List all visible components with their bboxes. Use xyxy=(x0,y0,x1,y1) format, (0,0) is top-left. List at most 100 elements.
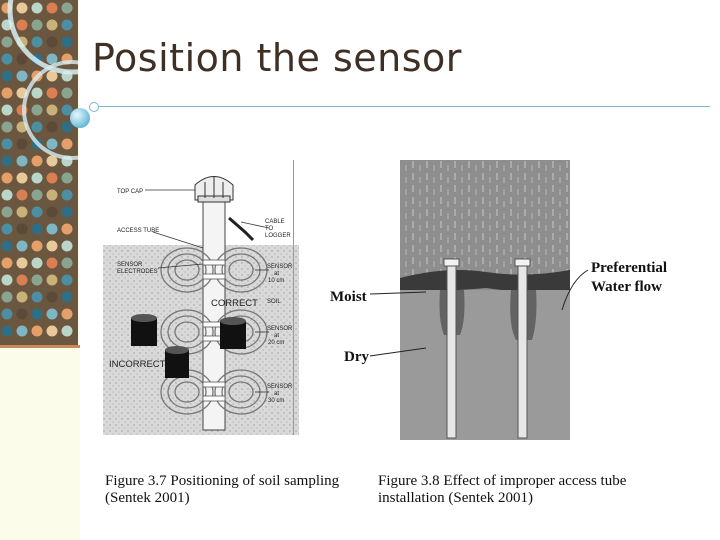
label-sensor-electrodes-1: SENSOR xyxy=(117,262,143,268)
decor-dot xyxy=(2,139,13,150)
decor-dot xyxy=(17,224,28,235)
decor-dot xyxy=(2,292,13,303)
decor-dot xyxy=(2,258,13,269)
label-cable-1: CABLE xyxy=(265,219,285,225)
caption-figure-3-7: Figure 3.7 Positioning of soil sampling … xyxy=(105,473,367,507)
decor-dot xyxy=(17,20,28,31)
access-tube xyxy=(203,200,225,430)
decor-dot xyxy=(32,258,43,269)
panel-bottom-line xyxy=(0,345,80,348)
decor-dot xyxy=(17,54,28,65)
decor-dot xyxy=(17,190,28,201)
label-sensor-electrodes-2: ELECTRODES xyxy=(117,269,158,275)
label-preferential-1: Preferential xyxy=(591,260,667,276)
decor-dot xyxy=(32,37,43,48)
decor-dot xyxy=(17,309,28,320)
cable xyxy=(229,218,253,240)
decor-dot xyxy=(62,3,73,14)
decor-dot xyxy=(32,326,43,337)
decor-dot xyxy=(47,275,58,286)
label-soil: SOIL xyxy=(267,299,281,305)
decor-dot xyxy=(17,3,28,14)
decor-dot xyxy=(47,207,58,218)
sensor-diagram: TOP CAP ACCESS TUBE SENSOR ELECTRODES CA… xyxy=(103,160,299,443)
decor-dot xyxy=(32,105,43,116)
label-sensor-30-3: 30 cm xyxy=(268,398,284,404)
decor-dot xyxy=(2,173,13,184)
decor-dot xyxy=(47,20,58,31)
decor-dot xyxy=(62,292,73,303)
glass-bead-icon xyxy=(70,108,90,128)
decor-dot xyxy=(32,292,43,303)
decor-dot xyxy=(47,122,58,133)
decor-dot xyxy=(62,37,73,48)
decor-dot xyxy=(62,173,73,184)
rain-area xyxy=(400,160,570,275)
decor-dot xyxy=(62,207,73,218)
decor-dot xyxy=(2,224,13,235)
figure-improper-installation: Moist Dry Preferential Water flow xyxy=(326,160,682,442)
decor-dot xyxy=(47,37,58,48)
decor-dot xyxy=(62,309,73,320)
decor-dot xyxy=(17,258,28,269)
decor-dot xyxy=(17,207,28,218)
decor-dot xyxy=(17,292,28,303)
decor-dot xyxy=(47,173,58,184)
decor-dot xyxy=(2,207,13,218)
decor-dot xyxy=(62,258,73,269)
decor-dot xyxy=(32,309,43,320)
decor-dot xyxy=(17,156,28,167)
decor-dot xyxy=(32,156,43,167)
rule-bead-icon xyxy=(89,102,99,112)
decor-dot xyxy=(2,156,13,167)
decor-dot xyxy=(2,37,13,48)
decor-dot xyxy=(62,139,73,150)
label-sensor-20-2: at xyxy=(274,333,279,339)
label-preferential-2: Water flow xyxy=(591,279,662,295)
title-rule xyxy=(98,106,710,107)
decor-dot xyxy=(47,309,58,320)
label-cable-2: TO xyxy=(265,226,274,232)
decor-dot xyxy=(47,88,58,99)
decor-dot xyxy=(2,122,13,133)
decor-dot xyxy=(47,241,58,252)
decor-dot xyxy=(2,88,13,99)
dry-soil xyxy=(400,290,570,440)
decor-dot xyxy=(32,207,43,218)
decor-dot xyxy=(2,241,13,252)
caption-3-7-line1: Figure 3.7 Positioning of soil sampling xyxy=(105,473,367,490)
decor-dot xyxy=(62,88,73,99)
decor-dot xyxy=(47,3,58,14)
decor-dot xyxy=(62,275,73,286)
dot-pattern-panel xyxy=(0,0,78,345)
decor-dot xyxy=(17,71,28,82)
decor-dot xyxy=(17,326,28,337)
decor-dot xyxy=(17,173,28,184)
decor-dot xyxy=(47,139,58,150)
decor-dot xyxy=(2,54,13,65)
label-dry: Dry xyxy=(344,349,369,365)
decor-dot xyxy=(17,241,28,252)
decor-dot xyxy=(62,326,73,337)
decor-dot xyxy=(32,122,43,133)
decor-dot xyxy=(47,258,58,269)
decor-dot xyxy=(2,71,13,82)
decor-dot xyxy=(62,20,73,31)
decor-dot xyxy=(47,326,58,337)
decor-dot xyxy=(32,88,43,99)
decor-dot xyxy=(62,190,73,201)
decor-dot xyxy=(47,105,58,116)
label-sensor-30-1: SENSOR xyxy=(267,384,293,390)
slide-title: Position the sensor xyxy=(92,36,462,80)
decor-dot xyxy=(2,326,13,337)
label-top-cap: TOP CAP xyxy=(117,189,143,195)
label-sensor-20-1: SENSOR xyxy=(267,326,293,332)
decor-dot xyxy=(62,241,73,252)
decor-dot xyxy=(32,173,43,184)
caption-3-7-line2: (Sentek 2001) xyxy=(105,490,367,507)
decor-dot xyxy=(47,224,58,235)
decor-dot xyxy=(47,190,58,201)
label-sensor-10-2: at xyxy=(274,271,279,277)
label-sensor-10-1: SENSOR xyxy=(267,264,293,270)
figure-sensor-positioning: TOP CAP ACCESS TUBE SENSOR ELECTRODES CA… xyxy=(103,160,299,443)
